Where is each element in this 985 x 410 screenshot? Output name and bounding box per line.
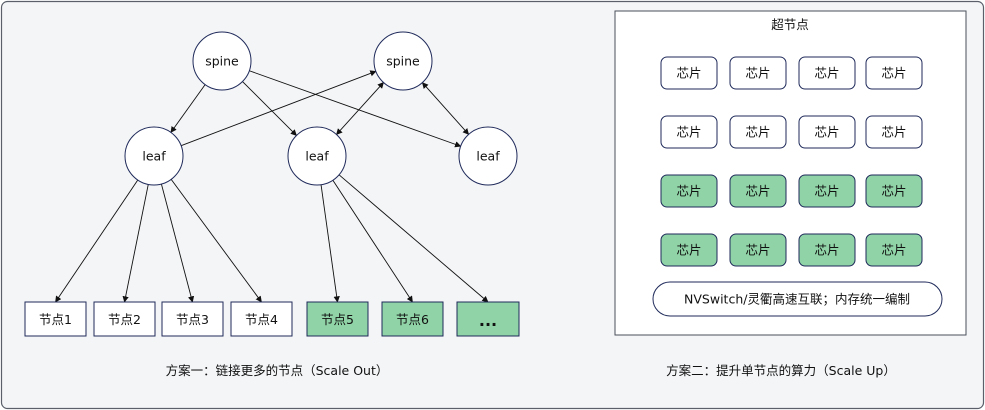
chip-highlight: 芯片	[729, 174, 787, 208]
compute-node: 节点3	[161, 301, 224, 337]
leaf-node-arrow	[320, 184, 340, 303]
compute-node-highlight: 节点6	[381, 301, 444, 337]
interconnect-label: NVSwitch/灵衢高速互联；内存统一编制	[684, 292, 910, 307]
leaf-node-arrow	[55, 179, 139, 303]
leaf-node-arrow	[338, 174, 489, 303]
ellipsis-label: ...	[479, 311, 497, 330]
chip-label: 芯片	[881, 66, 906, 81]
interconnect-bar: NVSwitch/灵衢高速互联；内存统一编制	[652, 281, 943, 317]
compute-node-label: 节点1	[39, 312, 72, 327]
chip-label: 芯片	[881, 184, 906, 199]
compute-node-highlight: ...	[456, 301, 520, 337]
leaf-spine-arrow	[421, 82, 470, 135]
scale-up-diagram: 超节点 芯片芯片芯片芯片芯片芯片芯片芯片芯片芯片芯片芯片芯片芯片芯片芯片 NVS…	[614, 10, 967, 378]
chip: 芯片	[660, 115, 718, 149]
chip-highlight: 芯片	[660, 174, 718, 208]
spine-leaf-arrow	[170, 84, 206, 133]
chip: 芯片	[729, 115, 787, 149]
chip-label: 芯片	[676, 243, 701, 258]
chip-label: 芯片	[814, 125, 839, 140]
supernode-title: 超节点	[771, 17, 809, 32]
chip-label: 芯片	[814, 66, 839, 81]
chip-label: 芯片	[814, 184, 839, 199]
chip-label: 芯片	[676, 66, 701, 81]
leaf-node-arrow	[332, 180, 413, 303]
leaf-spine-arrow	[336, 82, 384, 135]
compute-node-label: 节点4	[245, 312, 278, 327]
chip-label: 芯片	[676, 125, 701, 140]
scale-out-caption: 方案一：链接更多的节点（Scale Out）	[166, 363, 389, 378]
compute-node-highlight: 节点5	[306, 301, 369, 337]
chip: 芯片	[660, 56, 718, 90]
chip-label: 芯片	[881, 243, 906, 258]
chip-label: 芯片	[745, 243, 770, 258]
compute-node-label: 节点3	[176, 312, 209, 327]
compute-node: 节点2	[93, 301, 156, 337]
chip: 芯片	[798, 115, 856, 149]
chip-highlight: 芯片	[798, 233, 856, 267]
chip-highlight: 芯片	[865, 233, 923, 267]
chip-label: 芯片	[745, 125, 770, 140]
chip-grid: 芯片芯片芯片芯片芯片芯片芯片芯片芯片芯片芯片芯片芯片芯片芯片芯片	[660, 56, 923, 267]
leaf-label: leaf	[142, 149, 166, 164]
chip-highlight: 芯片	[865, 174, 923, 208]
leaf-node-arrow	[160, 183, 195, 303]
chip-label: 芯片	[881, 125, 906, 140]
scale-out-diagram: spine spine leaf leaf leaf 节点1 节点2	[24, 31, 520, 378]
compute-node: 节点4	[230, 301, 293, 337]
compute-node-label: 节点5	[321, 312, 354, 327]
compute-node-label: 节点2	[108, 312, 141, 327]
leaf-node: leaf	[124, 126, 184, 186]
leaf-node: leaf	[287, 126, 347, 186]
spine-node: spine	[373, 31, 433, 91]
chip-label: 芯片	[814, 243, 839, 258]
leaf-label: leaf	[476, 149, 500, 164]
spine-label: spine	[205, 54, 239, 69]
chip: 芯片	[798, 56, 856, 90]
chip-label: 芯片	[676, 184, 701, 199]
spine-leaf-arrow	[242, 81, 297, 136]
chip-highlight: 芯片	[798, 174, 856, 208]
spine-node: spine	[192, 31, 252, 91]
spine-label: spine	[386, 54, 420, 69]
chip-label: 芯片	[745, 66, 770, 81]
chip: 芯片	[865, 115, 923, 149]
chip-highlight: 芯片	[660, 233, 718, 267]
chip-highlight: 芯片	[729, 233, 787, 267]
leaf-node-arrow	[122, 184, 149, 303]
leaf-node-arrow	[170, 179, 262, 303]
leaf-label: leaf	[305, 149, 329, 164]
scale-out-edges	[55, 70, 489, 303]
chip: 芯片	[729, 56, 787, 90]
compute-node-label: 节点6	[396, 312, 429, 327]
chip: 芯片	[865, 56, 923, 90]
chip-label: 芯片	[745, 184, 770, 199]
scale-up-caption: 方案二：提升单节点的算力（Scale Up）	[666, 363, 896, 378]
compute-node: 节点1	[24, 301, 87, 337]
leaf-node: leaf	[458, 126, 518, 186]
